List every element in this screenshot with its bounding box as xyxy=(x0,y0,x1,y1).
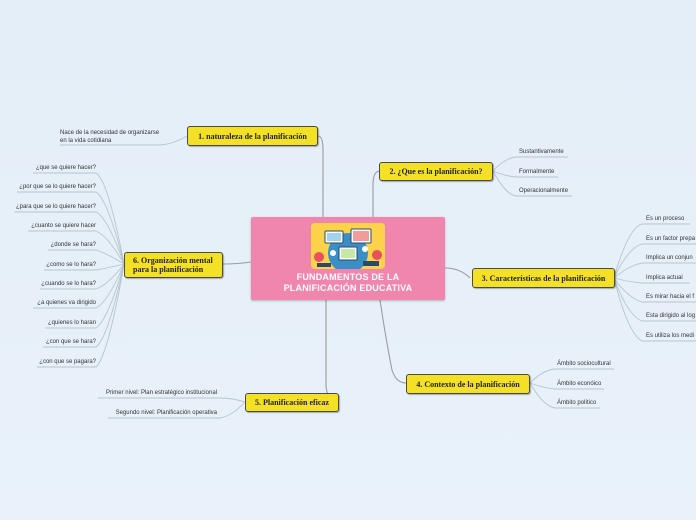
branch-contexto-label: 4. Contexto de la planificación xyxy=(416,379,520,389)
leaf-line-b6-0 xyxy=(33,172,125,265)
leaf-line-b2-0 xyxy=(492,156,568,172)
leaf-organizacion-8[interactable]: ¿quienes lo haran xyxy=(47,320,96,326)
leaf-organizacion-7[interactable]: ¿a quienes va dirigido xyxy=(37,300,96,306)
leaf-organizacion-6[interactable]: ¿cuando se lo hara? xyxy=(41,281,96,287)
leaf-contexto-0[interactable]: Ámbito sociocultural xyxy=(557,361,611,367)
leaf-caracteristica-5[interactable]: Esta dirigido al log xyxy=(646,313,696,319)
branch-caracteristicas[interactable]: 3. Características de la planificación xyxy=(472,268,615,288)
connector-b3 xyxy=(444,267,471,279)
branch-que-es[interactable]: 2. ¿Que es la planificación? xyxy=(379,162,493,181)
branch-organizacion-mental[interactable]: 6. Organización mental para la planifica… xyxy=(124,252,223,278)
leaf-que-es-0[interactable]: Sustantivamente xyxy=(519,149,564,155)
leaf-organizacion-3[interactable]: ¿cuanto se quiere hacer xyxy=(31,223,96,229)
leaf-naturaleza-line-2: en la vida cotidiana xyxy=(60,138,112,144)
branch-naturaleza-label: 1. naturaleza de la planificación xyxy=(198,131,307,141)
leaf-line-b2-1 xyxy=(492,170,558,178)
branch-naturaleza[interactable]: 1. naturaleza de la planificación xyxy=(187,126,318,146)
leaf-line-b6-7 xyxy=(33,263,125,309)
central-title-line-2: PLANIFICACIÓN EDUCATIVA xyxy=(283,283,413,293)
leaf-line-b4-2 xyxy=(529,382,600,409)
leaf-line-b4-1 xyxy=(529,382,604,390)
leaf-caracteristica-6[interactable]: Es utiliza los medi xyxy=(646,333,695,339)
leaf-organizacion-2[interactable]: ¿para que se lo quiere hacer? xyxy=(15,204,96,210)
branch-que-es-label: 2. ¿Que es la planificación? xyxy=(389,167,483,176)
leaf-naturaleza-line-1: Nace de la necesidad de organizarse xyxy=(60,130,160,136)
leaf-line-b3-2 xyxy=(613,262,696,279)
leaf-caracteristica-3[interactable]: Implica actual xyxy=(646,275,683,281)
leaf-que-es-1[interactable]: Formalmente xyxy=(519,169,555,175)
connector-b4 xyxy=(379,299,407,384)
leaf-eficaz-0[interactable]: Primer nivel: Plan estratégico instituci… xyxy=(105,390,217,396)
leaf-line-b1 xyxy=(60,135,188,146)
leaf-line-b3-0 xyxy=(613,223,690,279)
leaf-contexto-1[interactable]: Ámbito econóico xyxy=(557,381,602,387)
leaf-organizacion-0[interactable]: ¿que se quiere hacer? xyxy=(35,165,96,171)
leaf-line-b6-6 xyxy=(40,263,125,290)
central-title-line-1: FUNDAMENTOS DE LA xyxy=(296,272,400,282)
leaf-organizacion-10[interactable]: ¿con que se pagara? xyxy=(39,359,96,365)
leaf-line-b3-5 xyxy=(613,277,696,322)
connector-b2 xyxy=(372,170,381,217)
branch-planificacion-eficaz[interactable]: 5. Planificación eficaz xyxy=(245,393,339,412)
leaf-line-b6-9 xyxy=(43,263,125,348)
branch-caracteristicas-label: 3. Características de la planificación xyxy=(481,273,606,283)
leaf-line-b4-0 xyxy=(529,368,614,384)
leaf-organizacion-4[interactable]: ¿donde se hara? xyxy=(50,242,96,248)
education-illustration xyxy=(311,223,385,269)
leaf-line-b6-4 xyxy=(48,249,125,265)
leaf-line-b5-1 xyxy=(108,401,246,419)
leaf-naturaleza[interactable]: Nace de la necesidad de organizarse en l… xyxy=(60,129,159,145)
leaf-line-b6-8 xyxy=(45,263,125,329)
branch-organizacion-label-2: para la planificación xyxy=(133,265,204,274)
branch-organizacion-label-1: 6. Organización mental xyxy=(133,256,213,265)
leaf-organizacion-1[interactable]: ¿por que se lo quiere hacer? xyxy=(19,184,96,190)
leaf-contexto-2[interactable]: Ámbito político xyxy=(557,400,597,406)
leaf-organizacion-9[interactable]: ¿con que se hara? xyxy=(45,339,96,345)
leaf-eficaz-1[interactable]: Segundo nivel: Planificación operativa xyxy=(115,410,217,416)
leaf-line-b6-1 xyxy=(17,191,125,265)
leaf-line-b6-10 xyxy=(37,263,125,368)
leaf-organizacion-5[interactable]: ¿como se lo hara? xyxy=(46,262,96,268)
leaf-caracteristica-0[interactable]: Es un proceso xyxy=(646,216,685,222)
leaf-line-b6-2 xyxy=(14,211,125,265)
central-topic-title: FUNDAMENTOS DE LA PLANIFICACIÓN EDUCATIV… xyxy=(251,272,445,294)
leaf-line-b6-5 xyxy=(44,263,125,271)
leaf-line-b2-2 xyxy=(492,170,572,197)
leaf-line-b3-4 xyxy=(613,277,696,303)
connector-b6 xyxy=(222,261,252,265)
leaf-caracteristica-4[interactable]: Es mirar hacia el f xyxy=(646,294,695,300)
branch-contexto[interactable]: 4. Contexto de la planificación xyxy=(406,374,530,394)
leaf-line-b3-3 xyxy=(613,277,690,284)
branch-planificacion-eficaz-label: 5. Planificación eficaz xyxy=(255,398,329,407)
leaf-line-b6-3 xyxy=(28,230,125,265)
connector-b1 xyxy=(317,135,324,217)
leaf-que-es-2[interactable]: Operacionalmente xyxy=(519,188,569,194)
leaf-line-b3-6 xyxy=(613,277,696,342)
central-topic[interactable]: FUNDAMENTOS DE LA PLANIFICACIÓN EDUCATIV… xyxy=(251,217,445,300)
leaf-caracteristica-2[interactable]: Implica un conjun xyxy=(646,255,693,261)
connector-b5 xyxy=(325,300,339,403)
leaf-caracteristica-1[interactable]: Es un factor prepa xyxy=(646,236,696,242)
leaf-line-b5-0 xyxy=(98,397,246,403)
leaf-line-b3-1 xyxy=(613,243,696,279)
